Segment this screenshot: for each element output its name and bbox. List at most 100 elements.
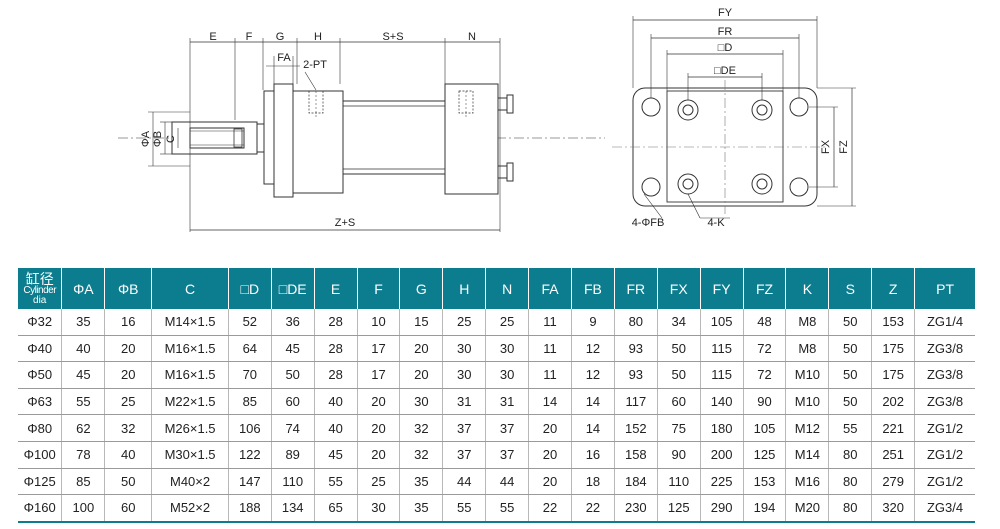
table-cell: 32: [399, 441, 444, 469]
table-cell: 34: [657, 309, 701, 336]
table-cell: 44: [442, 468, 487, 496]
table-cell: 55: [828, 414, 873, 442]
table-cell: 85: [61, 468, 106, 496]
table-cell: 62: [61, 414, 106, 442]
header-cell: ΦA: [61, 268, 106, 309]
table-cell: 12: [571, 361, 615, 389]
table-cell: M10: [785, 361, 830, 389]
table-cell: M14×1.5: [151, 309, 229, 336]
table-cell: 134: [271, 494, 315, 523]
dim-label-de: □DE: [714, 65, 736, 77]
table-cell: 36: [271, 309, 315, 336]
row-cylinder-dia: Φ100: [18, 441, 63, 469]
table-cell: 12: [571, 335, 615, 363]
table-cell: ZG1/2: [914, 414, 975, 442]
header-cell: F: [357, 268, 401, 309]
dim-label-fr: FR: [718, 26, 733, 38]
front-view-drawing: [612, 16, 856, 219]
table-cell: 50: [828, 309, 873, 336]
table-cell: 25: [357, 468, 401, 496]
table-cell: 125: [657, 494, 701, 523]
table-cell: 20: [104, 335, 153, 363]
dim-label-g: G: [276, 31, 285, 43]
table-cell: ZG3/8: [914, 388, 975, 416]
cylinder-dimension-table: 缸径 Cylinder dia ΦA ΦB C □D □DE E F G H N…: [18, 268, 975, 523]
dim-label-phi-b: ΦB: [152, 131, 164, 147]
table-cell: 40: [104, 441, 153, 469]
table-cell: 35: [399, 468, 444, 496]
table-cell: 16: [571, 441, 615, 469]
table-cell: 44: [485, 468, 530, 496]
table-cell: 50: [104, 468, 153, 496]
table-cell: 11: [528, 361, 572, 389]
header-dia-en2: dia: [33, 294, 47, 306]
table-cell: 31: [485, 388, 530, 416]
table-cell: 40: [61, 335, 106, 363]
table-cell: 15: [399, 309, 444, 336]
table-cell: 89: [271, 441, 315, 469]
dim-label-fy: FY: [718, 7, 733, 19]
row-cylinder-dia: Φ40: [18, 335, 63, 363]
table-cell: 175: [871, 361, 916, 389]
table-cell: 320: [871, 494, 916, 523]
dim-label-pt: 2-PT: [303, 59, 327, 71]
table-cell: ZG1/4: [914, 309, 975, 336]
table-cell: 175: [871, 335, 916, 363]
table-cell: 45: [61, 361, 106, 389]
technical-drawings: E F G H S+S N FA 2-PT Z+S ΦA ΦB C: [0, 0, 1000, 262]
table-cell: 153: [743, 468, 787, 496]
table-cell: ZG3/8: [914, 361, 975, 389]
table-cell: 20: [104, 361, 153, 389]
table-cell: 78: [61, 441, 106, 469]
header-cell: S: [828, 268, 873, 309]
header-cell: C: [151, 268, 229, 309]
table-cell: 50: [828, 361, 873, 389]
header-cell: FZ: [743, 268, 787, 309]
table-cell: 14: [528, 388, 572, 416]
table-cell: M12: [785, 414, 830, 442]
table-cell: 37: [442, 414, 487, 442]
header-cell: Z: [871, 268, 916, 309]
table-cell: 20: [357, 414, 401, 442]
table-cell: M10: [785, 388, 830, 416]
table-cell: 70: [228, 361, 272, 389]
table-cell: 122: [228, 441, 272, 469]
dim-label-c: C: [165, 135, 177, 143]
table-cell: M8: [785, 335, 830, 363]
header-cell-cylinder-dia: 缸径 Cylinder dia: [18, 268, 63, 309]
dim-label-k: 4-K: [707, 217, 725, 229]
side-view-drawing: [118, 38, 605, 232]
table-cell: 290: [700, 494, 744, 523]
table-cell: 158: [614, 441, 658, 469]
table-cell: 55: [485, 494, 530, 523]
dim-label-fa: FA: [277, 52, 291, 64]
table-cell: 20: [528, 441, 572, 469]
table-cell: 100: [61, 494, 106, 523]
dim-label-n: N: [468, 31, 476, 43]
table-cell: M14: [785, 441, 830, 469]
table-cell: 80: [828, 468, 873, 496]
table-cell: 40: [314, 414, 358, 442]
table-cell: 230: [614, 494, 658, 523]
table-cell: 10: [357, 309, 401, 336]
table-cell: 25: [442, 309, 487, 336]
table-cell: 17: [357, 361, 401, 389]
header-cell: G: [399, 268, 444, 309]
table-cell: 65: [314, 494, 358, 523]
table-cell: 55: [442, 494, 487, 523]
table-cell: 18: [571, 468, 615, 496]
table-cell: 37: [485, 441, 530, 469]
table-cell: 194: [743, 494, 787, 523]
table-cell: 50: [271, 361, 315, 389]
table-cell: 105: [743, 414, 787, 442]
table-cell: 184: [614, 468, 658, 496]
table-cell: 60: [271, 388, 315, 416]
table-cell: 52: [228, 309, 272, 336]
table-cell: 50: [657, 335, 701, 363]
table-cell: 74: [271, 414, 315, 442]
table-cell: 14: [571, 388, 615, 416]
